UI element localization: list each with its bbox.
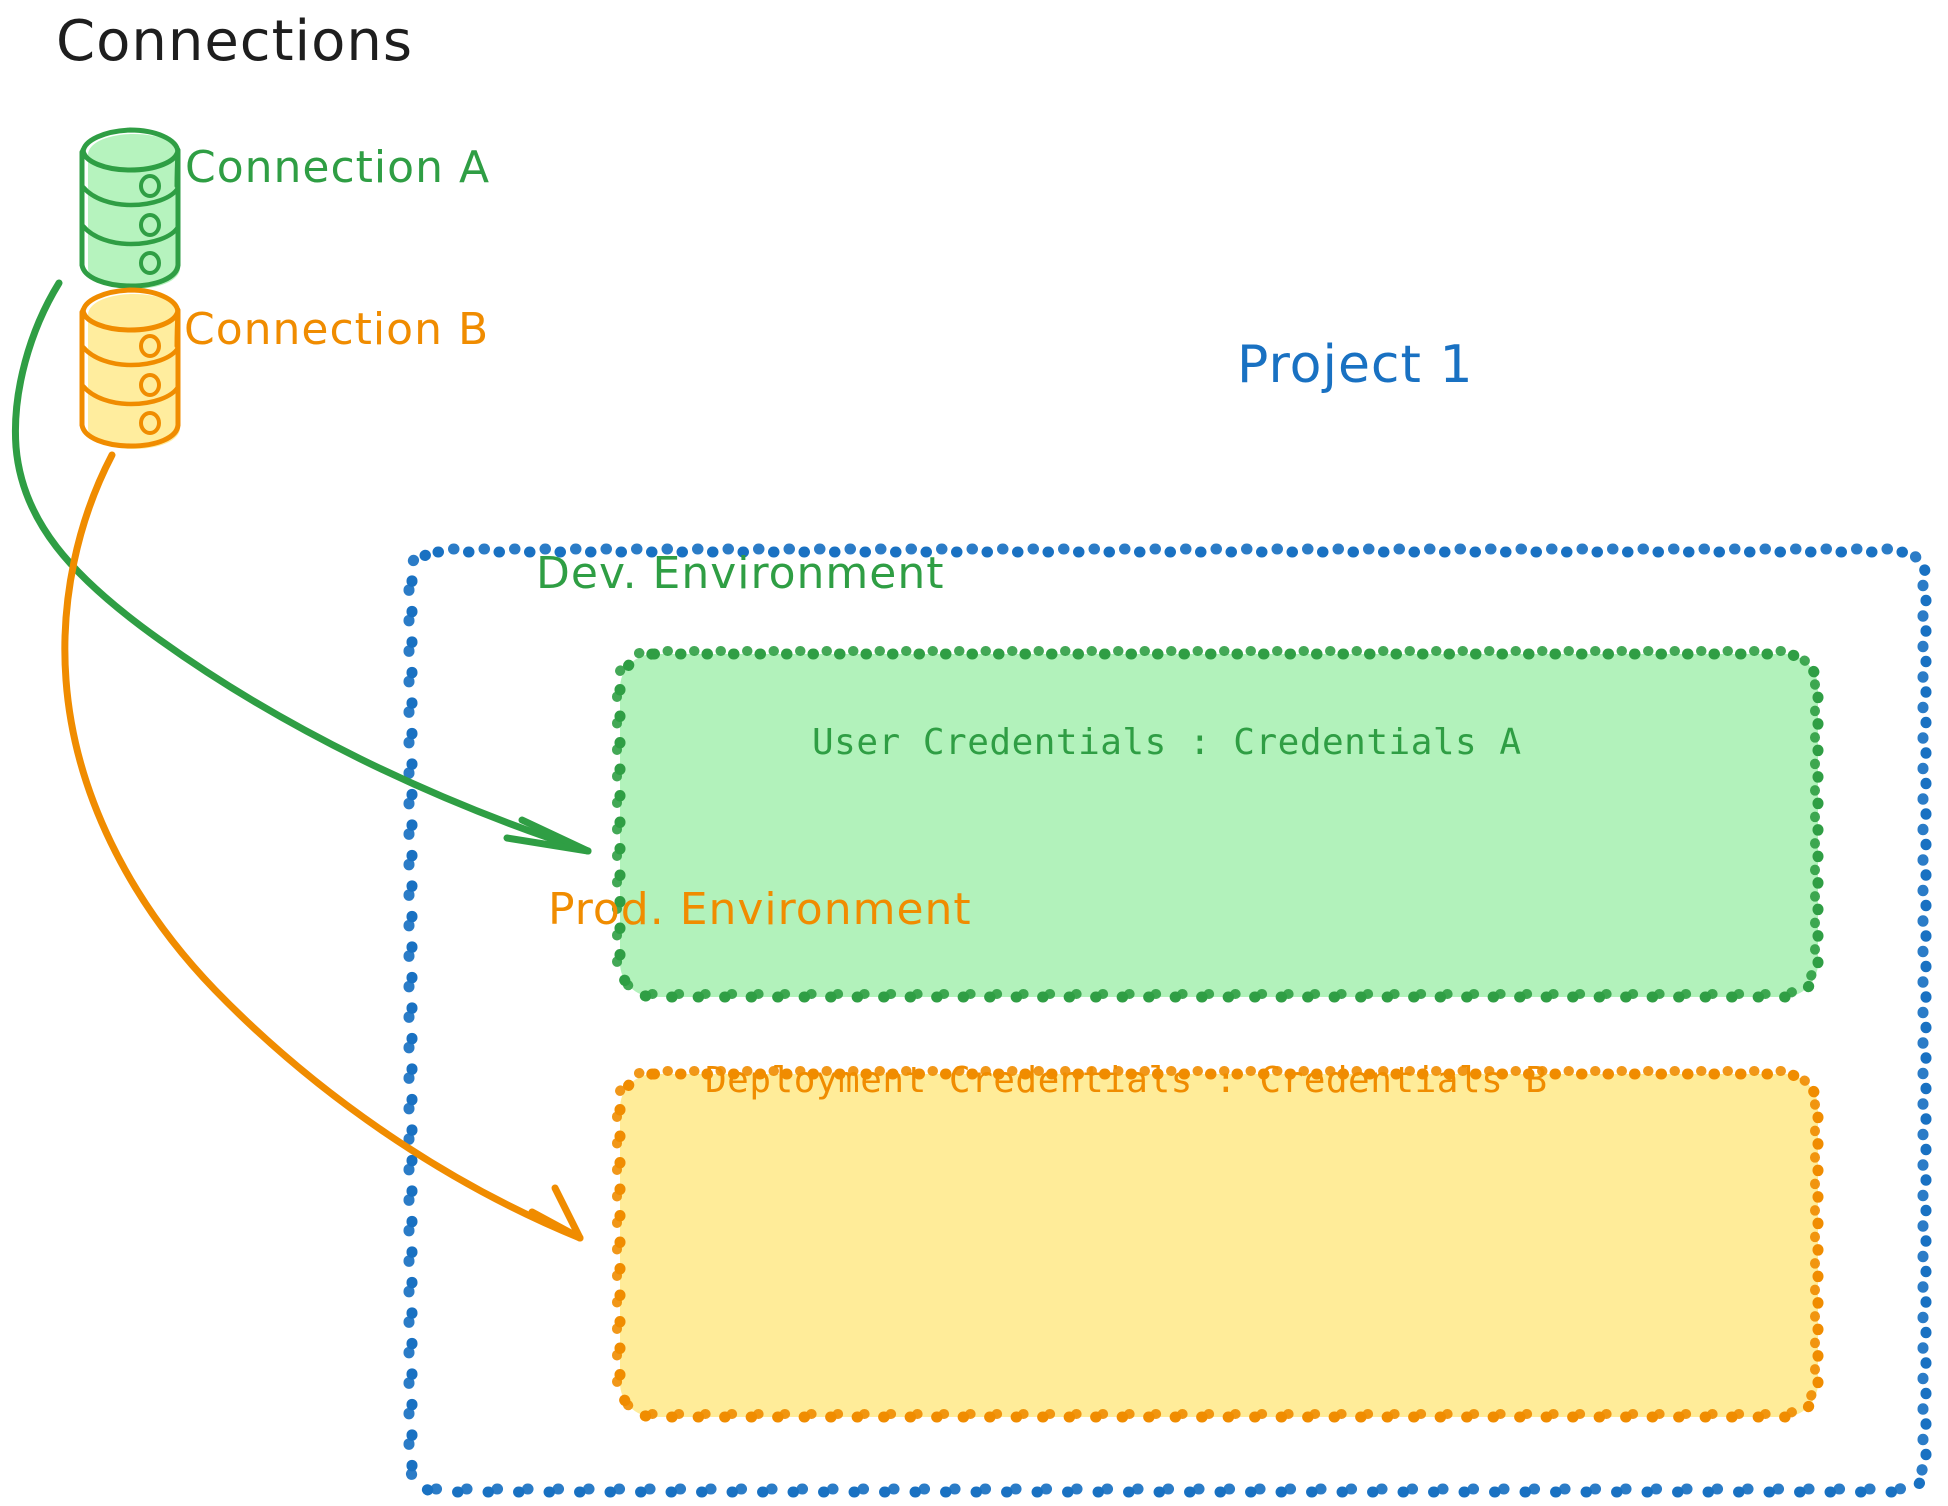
database-b-bottom-ellipse [79, 422, 181, 449]
database-cylinder-icon-b[interactable] [79, 287, 181, 449]
prod-environment-title: Prod. Environment [548, 884, 972, 935]
connection-b-label[interactable]: Connection B [184, 304, 490, 355]
arrow-a-path [11, 279, 592, 855]
arrow-connection-a-to-dev [11, 279, 592, 855]
database-a-divider-1 [80, 184, 181, 208]
database-a-bottom-ellipse [79, 262, 181, 289]
project-1-label[interactable]: Project 1 [1237, 335, 1474, 395]
project-1-container[interactable] [403, 543, 1932, 1498]
dev-environment-box[interactable] [612, 646, 1824, 1003]
arrow-connection-b-to-prod [61, 451, 584, 1242]
connection-b-icon-region[interactable] [78, 288, 184, 398]
arrow-b-path [61, 451, 584, 1242]
project-1-border [406, 546, 1932, 1498]
database-b-fill [88, 294, 180, 449]
dev-environment-title: Dev. Environment [536, 548, 945, 599]
database-a-fill [88, 134, 180, 289]
prod-environment-box[interactable] [612, 1066, 1824, 1423]
database-a-led-1 [139, 174, 161, 198]
database-b-divider-1 [80, 344, 181, 368]
database-a-led-2 [139, 213, 161, 237]
prod-environment-region[interactable] [618, 1072, 1820, 1419]
database-b-top-ellipse [80, 307, 181, 333]
database-b-led-3 [139, 411, 161, 435]
page-title: Connections [56, 9, 414, 74]
database-a-led-3 [139, 251, 161, 275]
arrow-b-head-upper [551, 1184, 584, 1242]
database-a-divider-2 [80, 223, 181, 247]
prod-environment-fill [620, 1074, 1818, 1417]
arrow-a-head-lower [503, 834, 592, 855]
database-b-divider-2 [80, 383, 181, 407]
database-cylinder-icon-a[interactable] [79, 127, 181, 289]
connection-a-icon-region[interactable] [78, 128, 184, 238]
connection-a-label[interactable]: Connection A [185, 142, 491, 193]
dev-environment-region[interactable] [618, 652, 1820, 999]
dev-environment-fill [620, 654, 1818, 997]
prod-environment-credentials: Deployment Credentials : Credentials B [705, 1060, 1548, 1101]
database-b-led-2 [139, 373, 161, 397]
database-b-led-1 [139, 334, 161, 358]
database-a-top-ellipse [80, 147, 181, 173]
project-1-border-sketch-pass [403, 543, 1929, 1495]
arrow-b-head-lower [528, 1208, 584, 1242]
dev-environment-credentials: User Credentials : Credentials A [812, 722, 1522, 763]
